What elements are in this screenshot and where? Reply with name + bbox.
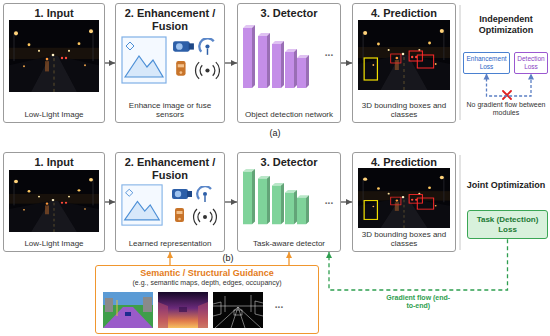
arrowhead: [528, 74, 534, 80]
panel-label: (a): [255, 128, 295, 138]
connector-line: [487, 74, 532, 96]
arrowhead: [326, 252, 332, 258]
separator-line: [460, 5, 461, 120]
box-caption: 3D bounding boxes and classes: [356, 101, 452, 119]
loss-box: Enhancement Loss: [463, 52, 510, 74]
low-light-image: [9, 170, 99, 232]
section-heading: Independent Optimization: [462, 14, 550, 36]
enhanced-image-icon: [122, 185, 162, 225]
edge-label: Gradient flow (end-to-end): [381, 294, 455, 311]
box-title: 1. Input: [34, 7, 73, 20]
connector: [225, 60, 237, 66]
edge-map-thumbnail: [213, 292, 263, 328]
connector: [225, 199, 237, 205]
connector: [105, 60, 115, 66]
ellipsis: ...: [320, 48, 338, 58]
depth-map-thumbnail: [158, 292, 208, 328]
box-caption: 3D bounding boxes and classes: [356, 230, 452, 248]
sensor-icons: [172, 186, 216, 225]
ellipsis: ...: [266, 300, 292, 310]
section-heading: Joint Optimization: [462, 180, 550, 191]
separator-line: [460, 155, 461, 250]
loss-box: Detection Loss: [514, 52, 548, 74]
network-layers: [243, 25, 309, 88]
connector-line: [329, 239, 508, 290]
sensor-icons: [173, 38, 219, 78]
box-caption: Enhance image or fuse sensors: [119, 101, 221, 119]
prediction-image: [358, 168, 450, 228]
stage-box: 1. InputLow-Light Image: [3, 3, 105, 123]
connector: [341, 199, 352, 205]
box-title: 3. Detector: [261, 7, 318, 20]
stage-box: 3. DetectorObject detection network: [237, 3, 341, 123]
connector: [341, 60, 352, 66]
arrowhead: [167, 252, 173, 258]
low-light-image: [9, 20, 99, 92]
loss-box: Task (Detection) Loss: [467, 210, 548, 239]
connector: [105, 199, 115, 205]
connector: [167, 252, 173, 265]
arrowhead: [286, 252, 292, 258]
stage-box: 4. Prediction 3D bounding boxes and class…: [352, 3, 456, 123]
prediction-image: [358, 20, 450, 90]
semantic-map-thumbnail: [103, 292, 153, 328]
box-caption: Task-aware detector: [253, 239, 325, 248]
no-gradient-mark: [503, 91, 511, 99]
box-title: 3. Detector: [261, 156, 318, 169]
stage-box: 2. Enhancement / FusionLearned represent…: [115, 152, 225, 252]
box-title: Enhancement Loss: [466, 55, 507, 71]
box-caption: Low-Light Image: [24, 110, 83, 119]
connector: [286, 252, 292, 265]
box-caption: Low-Light Image: [24, 239, 83, 248]
box-title: Semantic / Structural Guidance: [100, 268, 314, 279]
box-title: 2. Enhancement / Fusion: [119, 156, 221, 181]
box-caption: Learned representation: [129, 239, 212, 248]
box-title: 2. Enhancement / Fusion: [119, 7, 221, 32]
stage-box: 1. InputLow-Light Image: [3, 152, 105, 252]
box-title: 4. Prediction: [371, 7, 437, 20]
guidance-box: Semantic / Structural Guidance(e.g., sem…: [95, 265, 319, 334]
stage-box: 2. Enhancement / FusionEnhance image or …: [115, 3, 225, 123]
network-layers: [243, 169, 309, 224]
enhanced-image-icon: [122, 37, 166, 83]
box-title: Detection Loss: [517, 55, 545, 71]
stage-box: 4. Prediction 3D bounding boxes and class…: [352, 152, 456, 252]
connector: [484, 74, 535, 96]
box-title: 4. Prediction: [371, 156, 437, 169]
box-title: Task (Detection) Loss: [471, 215, 544, 234]
panel-label: (b): [208, 253, 248, 263]
ellipsis: ...: [320, 196, 338, 206]
note: No gradient flow between modules: [462, 101, 550, 118]
box-title: 1. Input: [34, 156, 73, 169]
arrowhead: [484, 74, 490, 80]
box-caption: Object detection network: [245, 110, 333, 119]
box-caption: (e.g., semantic maps, depth, edges, occu…: [100, 279, 314, 287]
